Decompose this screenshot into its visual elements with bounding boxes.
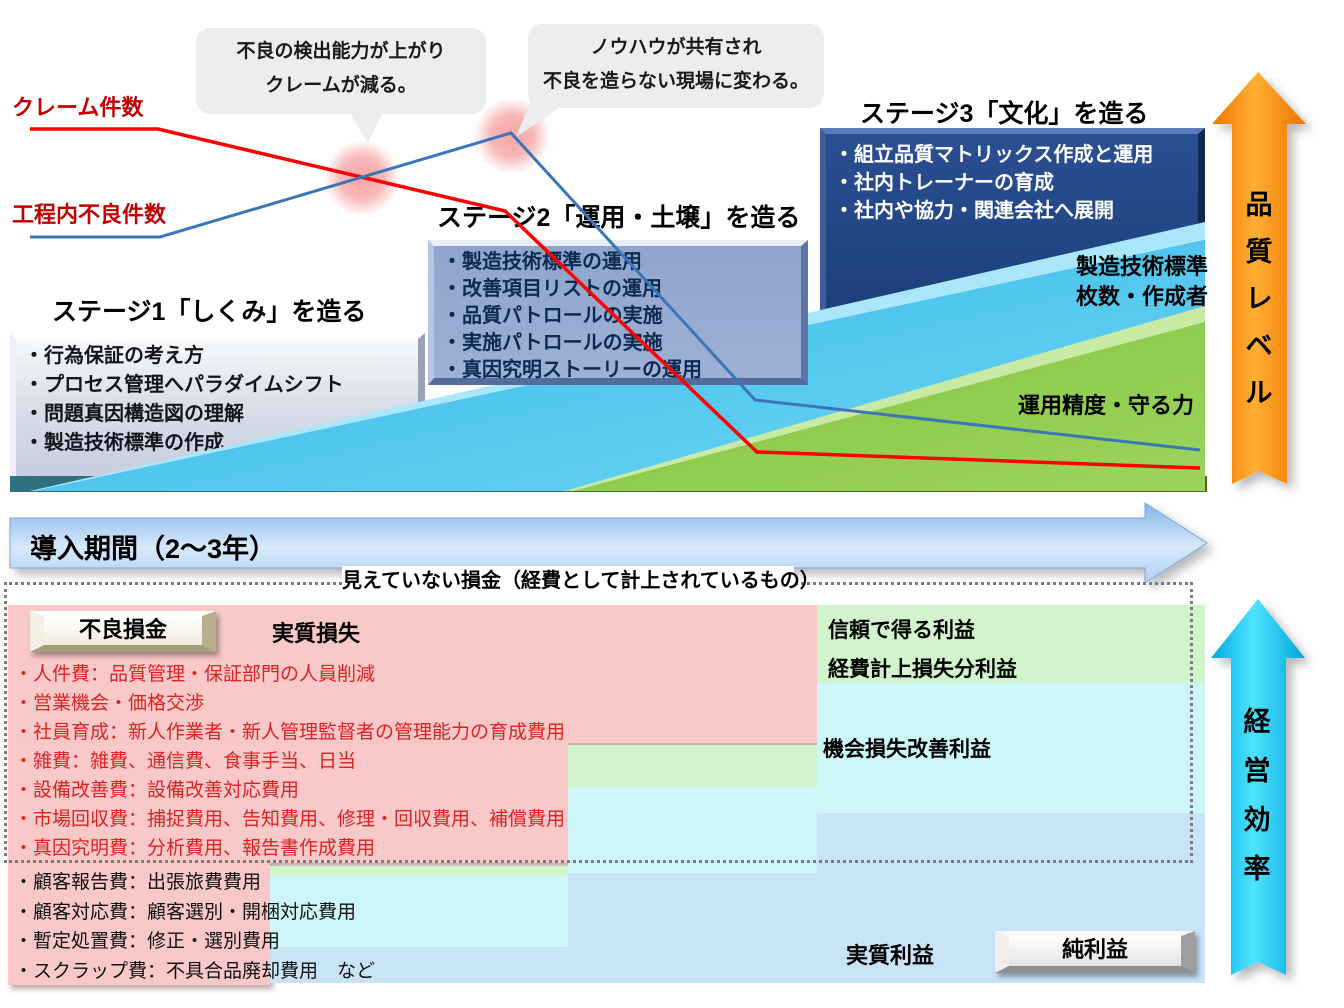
green-step-mid xyxy=(568,745,817,787)
hidden-loss-item: ・市場回収費：捕捉費用、告知費用、修理・回収費用、補償費用 xyxy=(14,809,566,830)
detection-bubble-line1: 不良の検出能力が上がり xyxy=(236,41,446,62)
stage3-item: ・社内トレーナーの育成 xyxy=(834,172,1054,194)
timeline-arrow xyxy=(9,502,1208,584)
standards-label-line2: 枚数・作成者 xyxy=(1075,284,1208,309)
axis-char: レ xyxy=(1245,284,1273,314)
standards-area-label: 製造技術標準 枚数・作成者 xyxy=(1040,252,1208,312)
efficiency-arrow xyxy=(1211,599,1305,975)
hidden-loss-item: ・人件費：品質管理・保証部門の人員削減 xyxy=(14,664,376,685)
loss-area-mid xyxy=(8,743,568,863)
real-profit-label: 実質利益 xyxy=(846,943,935,968)
hidden-loss-item: ・設備改善費：設備改善対応費用 xyxy=(14,780,300,801)
stage1-item: ・問題真因構造図の理解 xyxy=(24,403,244,425)
stage3-item: ・社内や協力・関連会社へ展開 xyxy=(834,200,1114,222)
detection-bubble-line2: クレームが減る。 xyxy=(265,75,417,96)
quality-axis-label: 品質レベル xyxy=(1243,182,1275,417)
axis-char: ベ xyxy=(1245,331,1273,361)
axis-char: 効 xyxy=(1243,805,1271,835)
claims-trend-line xyxy=(30,127,1201,470)
stage1-heading: ステージ1「しくみ」を造る xyxy=(52,298,367,326)
stage2-box: ・製造技術標準の運用・改善項目リストの運用・品質パトロールの実施・実施パトロール… xyxy=(428,240,808,385)
cyan-step-bottom xyxy=(270,876,568,947)
stage2-item: ・実施パトロールの実施 xyxy=(442,332,663,354)
trust-profit-label: 信頼で得る利益 経費計上損失分利益 xyxy=(828,614,1017,683)
trust-profit-line2: 経費計上損失分利益 xyxy=(828,658,1017,681)
loss-area-bottom xyxy=(8,863,270,985)
standards-label-line1: 製造技術標準 xyxy=(1075,254,1208,279)
stage3-item-list: ・組立品質マトリックス作成と運用・社内トレーナーの育成・社内や協力・関連会社へ展… xyxy=(826,134,1198,225)
bubble1-tail xyxy=(347,108,385,143)
stage1-item: ・プロセス管理へパラダイムシフト xyxy=(24,374,344,396)
hidden-loss-item: ・営業機会・価格交渉 xyxy=(14,693,205,714)
knowhow-bubble: ノウハウが共有され 不良を造らない現場に変わる。 xyxy=(528,24,824,108)
hidden-loss-list: ・人件費：品質管理・保証部門の人員削減・営業機会・価格交渉・社員育成：新人作業者… xyxy=(14,660,565,863)
real-profit-area-mid xyxy=(568,873,817,983)
knowhow-bubble-line2: 不良を造らない現場に変わる。 xyxy=(542,71,809,92)
quality-arrow xyxy=(1212,72,1306,484)
knowhow-bubble-line1: ノウハウが共有され xyxy=(590,37,762,58)
trust-profit-line1: 信頼で得る利益 xyxy=(828,619,975,642)
cyan-step-mid xyxy=(568,787,817,873)
green-step-bottom xyxy=(270,866,568,876)
hidden-loss-item: ・社員育成：新人作業者・新人管理監督者の管理能力の育成費用 xyxy=(14,722,566,743)
stage2-item: ・真因究明ストーリーの運用 xyxy=(442,359,702,381)
stage1-item: ・行為保証の考え方 xyxy=(24,345,204,367)
hidden-loss-item: ・真因究明費：分析費用、報告書作成費用 xyxy=(14,838,376,859)
green-area-bevel xyxy=(565,306,1205,491)
operation-area-label: 運用精度・守る力 xyxy=(1018,393,1195,418)
visible-loss-item: ・暫定処置費：修正・選別費用 xyxy=(14,931,281,952)
stage1-item-list: ・行為保証の考え方・プロセス管理へパラダイムシフト・問題真因構造図の理解・製造技… xyxy=(16,339,418,458)
stage2-item: ・改善項目リストの運用 xyxy=(442,278,662,300)
detection-bubble: 不良の検出能力が上がり クレームが減る。 xyxy=(196,28,486,114)
axis-char: 質 xyxy=(1245,237,1273,267)
opportunity-profit-area xyxy=(817,683,1205,813)
defects-trend-line xyxy=(30,131,1201,452)
defects-line-label: 工程内不良件数 xyxy=(12,202,167,227)
hidden-loss-title: 見えていない損金（経費として計上されているもの） xyxy=(342,566,820,596)
green-area xyxy=(573,322,1205,491)
net-profit-button: 純利益 xyxy=(995,931,1195,973)
stage3-item: ・組立品質マトリックス作成と運用 xyxy=(834,144,1154,166)
axis-char: 品 xyxy=(1245,190,1273,220)
stage1-item: ・製造技術標準の作成 xyxy=(24,432,224,454)
visible-loss-item: ・顧客報告費：出張旅費費用 xyxy=(14,872,262,893)
hidden-loss-item: ・雑費：雑費、通信費、食事手当、日当 xyxy=(14,751,357,772)
axis-char: 経 xyxy=(1243,707,1271,737)
stage3-heading: ステージ3「文化」を造る xyxy=(860,100,1149,128)
opportunity-profit-label: 機会損失改善利益 xyxy=(823,738,991,761)
axis-char: 営 xyxy=(1243,756,1271,786)
defect-loss-button: 不良損金 xyxy=(30,611,216,652)
efficiency-axis-label: 経営効率 xyxy=(1241,698,1273,894)
stage2-item: ・製造技術標準の運用 xyxy=(442,251,642,273)
visible-loss-item: ・スクラップ費：不具合品廃却費用 など xyxy=(14,960,376,982)
real-profit-area-left xyxy=(270,947,568,983)
trust-profit-area xyxy=(817,605,1205,683)
axis-char: 率 xyxy=(1243,854,1271,884)
axis-char: ル xyxy=(1245,378,1273,408)
real-loss-label: 実質損失 xyxy=(272,621,361,646)
timeline-label: 導入期間（2～3年） xyxy=(30,534,277,564)
claims-line-label: クレーム件数 xyxy=(12,95,144,120)
visible-loss-list: ・顧客報告費：出張旅費費用・顧客対応費：顧客選別・開梱対応費用・暫定処置費：修正… xyxy=(14,868,375,986)
visible-loss-item: ・顧客対応費：顧客選別・開梱対応費用 xyxy=(14,901,357,923)
